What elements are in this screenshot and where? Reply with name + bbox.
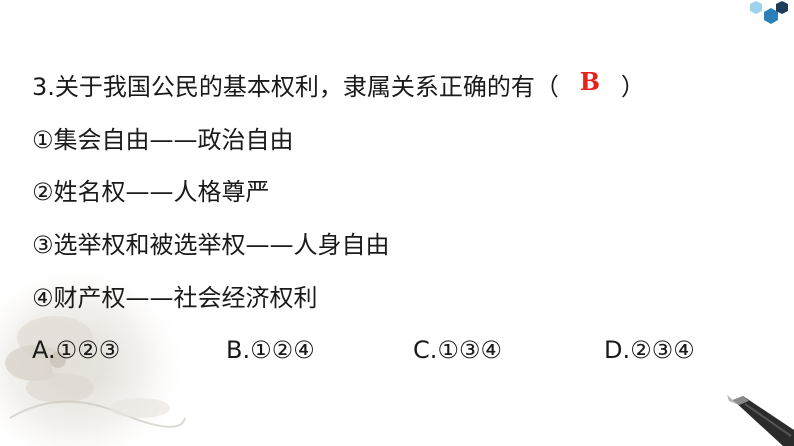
flower-wash-decoration [0,268,190,446]
statement-item-2: ②姓名权——人格尊严 [32,178,270,206]
statement-item-4: ④财产权——社会经济权利 [32,284,318,312]
statement-item-1: ①集会自由——政治自由 [32,126,294,154]
option-d: D.②③④ [604,336,695,364]
question-stem: 3.关于我国公民的基本权利，隶属关系正确的有（ B ） [32,67,645,102]
option-c: C.①③④ [413,336,502,364]
close-paren: ） [620,73,645,101]
statement-item-3: ③选举权和被选举权——人身自由 [32,231,390,259]
answer-blank: B [559,67,621,102]
answer-mark: B [579,67,601,96]
option-a: A.①②③ [32,336,121,364]
pen-icon [727,395,794,446]
question-stem-text: 3.关于我国公民的基本权利，隶属关系正确的有（ [32,73,559,101]
hexagon-cluster-icon [750,1,788,24]
option-b: B.①②④ [226,336,315,364]
